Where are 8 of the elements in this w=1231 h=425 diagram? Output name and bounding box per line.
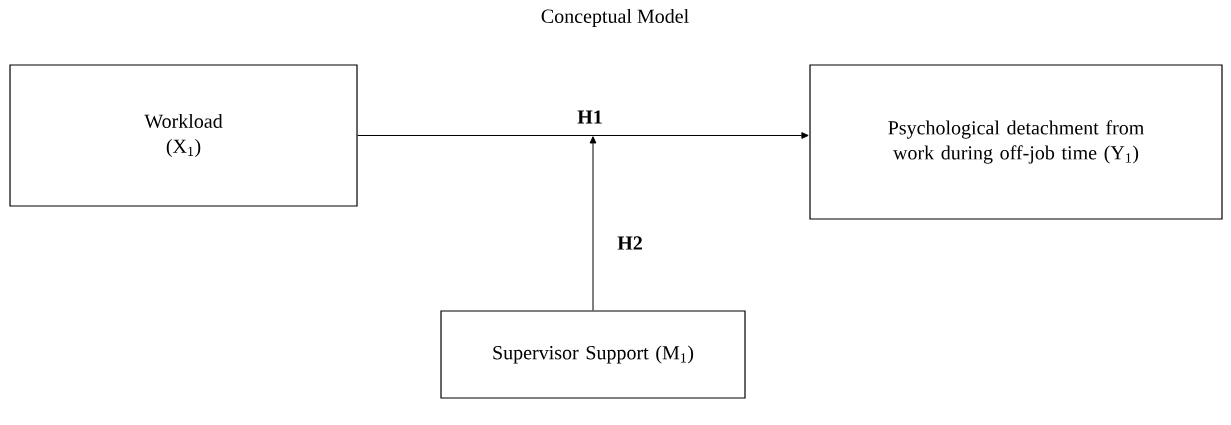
edge-label: H1 — [577, 110, 602, 124]
arrow — [357, 132, 809, 139]
text-box: Supervisor Support (M$_{1}$) — [440, 310, 746, 399]
arrow — [589, 136, 597, 311]
text-box: Workload (X$_{1}$) — [9, 64, 358, 207]
title: Conceptual Model — [541, 8, 689, 28]
edge-label: H2 — [617, 236, 642, 250]
text-box: Psychological detachment from work during off-job time (Y$_{1}$) — [809, 64, 1223, 220]
